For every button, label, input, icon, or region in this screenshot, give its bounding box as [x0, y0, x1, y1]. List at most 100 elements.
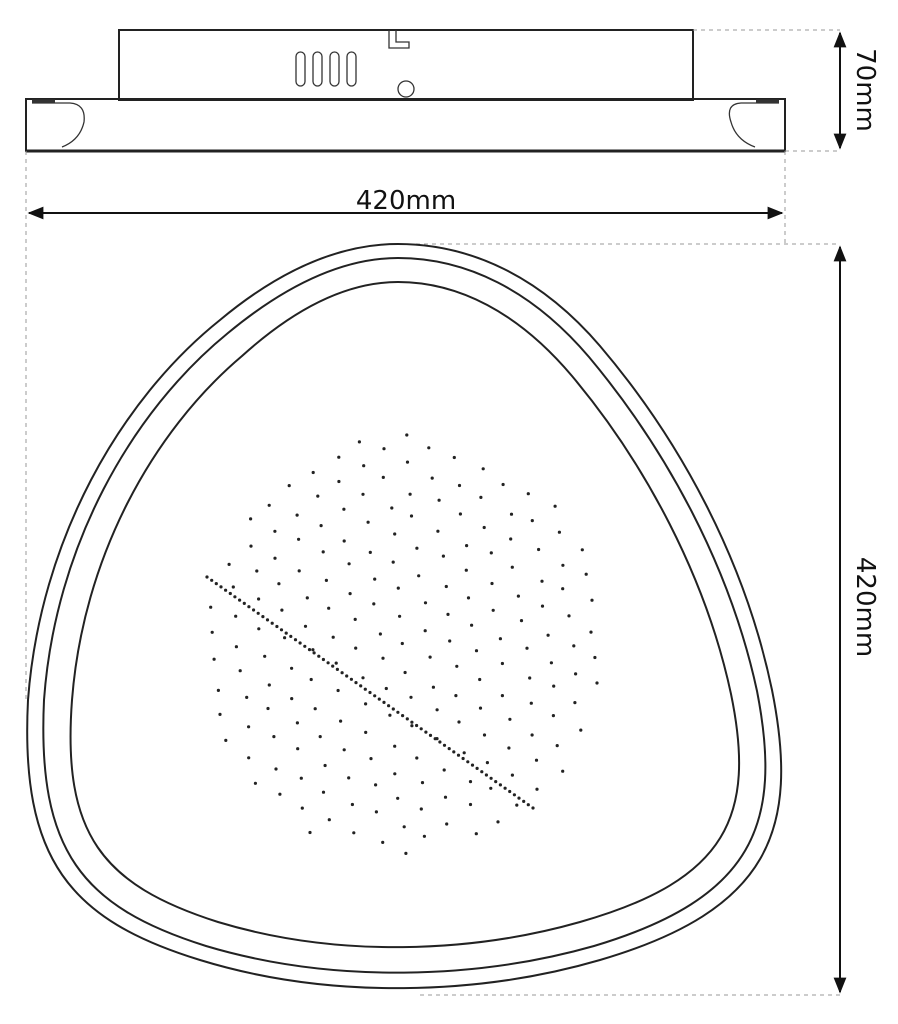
led-dot	[297, 569, 301, 573]
led-dot	[307, 648, 312, 652]
led-dot	[491, 608, 495, 612]
led-dot	[528, 676, 532, 680]
led-dot	[419, 807, 423, 811]
led-dot	[253, 781, 257, 785]
led-dot	[494, 780, 498, 784]
led-dot	[249, 517, 253, 521]
led-dot	[423, 601, 428, 605]
led-dot	[381, 840, 385, 845]
led-dot	[420, 781, 425, 785]
led-dot	[284, 631, 288, 635]
led-dot	[589, 630, 593, 634]
led-dot	[263, 654, 267, 658]
led-dot	[537, 547, 541, 552]
led-dot	[526, 492, 530, 496]
led-dot	[324, 578, 328, 583]
led-dot	[396, 796, 400, 800]
led-dot	[470, 623, 474, 627]
led-dot	[500, 694, 504, 698]
led-dot	[374, 783, 378, 787]
led-dot	[428, 655, 432, 659]
led-dot	[430, 476, 434, 480]
led-dot	[267, 683, 271, 687]
led-dot	[312, 651, 316, 655]
led-dot	[466, 596, 471, 600]
led-dot	[387, 704, 391, 708]
led-dot	[372, 602, 376, 606]
led-dot	[247, 756, 251, 760]
led-dot	[219, 585, 223, 589]
led-dot	[210, 630, 214, 634]
led-dot	[419, 727, 423, 731]
led-dot	[247, 725, 251, 729]
led-dot	[574, 672, 578, 676]
led-dot	[277, 582, 281, 586]
led-dot	[255, 569, 259, 573]
led-dot	[273, 529, 277, 533]
led-dot	[364, 730, 368, 735]
led-dot	[257, 627, 261, 631]
lamp-body	[25, 98, 786, 152]
led-dot	[458, 512, 462, 516]
led-dot	[210, 578, 214, 582]
led-dot	[534, 758, 539, 762]
led-dot	[445, 822, 449, 826]
led-dot	[261, 615, 265, 619]
led-dot	[466, 760, 470, 764]
led-dot	[417, 574, 421, 578]
led-dot	[507, 746, 511, 750]
led-dot	[214, 582, 218, 586]
led-dot	[474, 832, 478, 836]
led-dot	[510, 565, 514, 569]
led-dot	[234, 645, 238, 649]
led-dot	[368, 690, 372, 695]
led-dot	[444, 584, 448, 589]
led-dot	[489, 786, 493, 790]
dimension-guides	[25, 29, 840, 996]
led-dot	[224, 588, 228, 592]
led-dot	[238, 598, 242, 602]
led-dot	[342, 748, 346, 752]
led-dot	[452, 455, 456, 460]
led-dot	[584, 572, 588, 576]
led-dot	[267, 503, 271, 507]
led-dot	[442, 768, 446, 772]
led-dot	[431, 685, 435, 689]
mounting-screw	[397, 80, 415, 98]
led-dot	[441, 554, 445, 558]
led-dot	[362, 464, 366, 468]
led-dot	[266, 706, 270, 711]
led-dot	[509, 537, 513, 541]
led-dot	[212, 657, 216, 661]
led-dot	[265, 618, 270, 622]
led-dot	[347, 562, 351, 566]
led-dot	[374, 810, 378, 814]
led-dot	[354, 681, 358, 685]
led-dot	[530, 519, 534, 523]
led-dot	[256, 611, 260, 615]
led-dot	[415, 756, 419, 760]
led-dot	[361, 676, 365, 680]
left-corner-curve	[32, 102, 85, 148]
led-dot	[335, 667, 339, 672]
led-dot	[540, 604, 545, 608]
led-dot	[478, 677, 482, 682]
led-dot	[580, 548, 584, 552]
led-dot	[481, 467, 485, 471]
led-dot	[438, 740, 442, 744]
led-dot	[393, 744, 397, 748]
led-dot	[552, 684, 556, 688]
led-dot	[478, 706, 483, 710]
led-dot	[489, 551, 493, 555]
led-dot	[326, 661, 330, 665]
led-dot	[305, 596, 309, 600]
led-dot	[482, 525, 486, 530]
led-dot	[209, 605, 213, 609]
led-dot	[410, 724, 414, 728]
led-dot	[303, 644, 307, 648]
led-dot	[366, 520, 370, 524]
led-dot	[384, 686, 388, 691]
led-dot	[233, 595, 237, 599]
led-dot	[349, 677, 353, 681]
